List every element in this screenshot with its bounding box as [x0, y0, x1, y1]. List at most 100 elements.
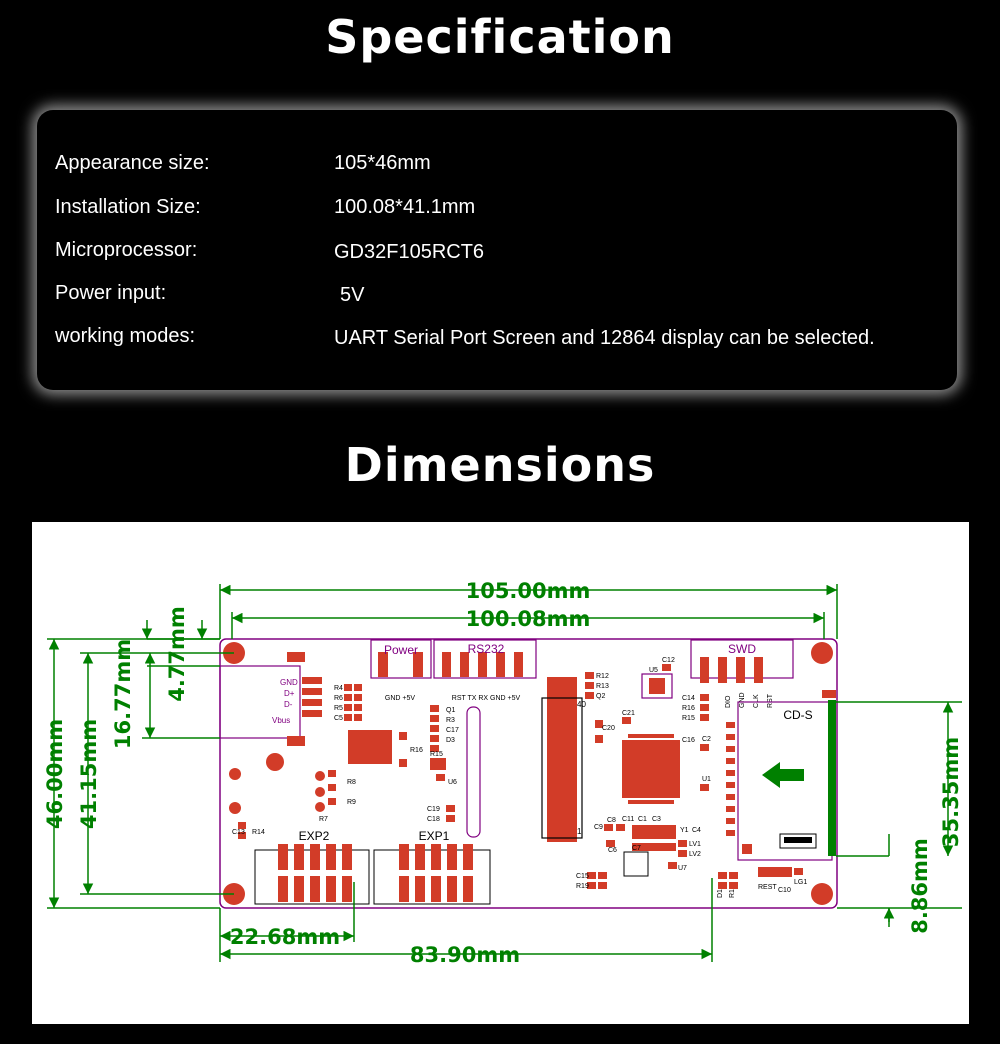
exp2-label: EXP2 [299, 829, 330, 843]
usb-pin-label: GND [280, 678, 298, 687]
rs232-connector: RS232 RST TX RX GND +5V [433, 639, 537, 702]
ref-label: C19 [427, 806, 440, 813]
spec-value: 105*46mm [334, 152, 431, 174]
ref-label: C9 [594, 824, 603, 831]
ref-label: D3 [446, 737, 455, 744]
ref-label: U1 [702, 776, 711, 783]
spec-label: Microprocessor: [55, 239, 198, 261]
specification-panel: Appearance size: 105*46mm Installation S… [37, 110, 957, 390]
ref-label: 40 [577, 700, 586, 709]
ref-label: R1 [729, 889, 736, 898]
dim-overall-width: 105.00mm [466, 579, 591, 603]
swd-pin-label: GND [739, 692, 746, 708]
exp1-connector: EXP1 [373, 829, 491, 905]
ref-label: C21 [622, 710, 635, 717]
ref-label: LV2 [689, 851, 701, 858]
ref-label: C16 [682, 737, 695, 744]
ref-label: C20 [602, 725, 615, 732]
ref-label: C5 [334, 715, 343, 722]
ref-label: R5 [334, 705, 343, 712]
swd-pin-label: CLK [753, 694, 760, 708]
ref-label: R14 [252, 829, 265, 836]
ref-label: R4 [334, 685, 343, 692]
ref-label: C14 [682, 695, 695, 702]
specification-title: Specification [325, 10, 675, 64]
spec-label: Power input: [55, 282, 167, 304]
ref-label: C15 [576, 873, 589, 880]
usb-pin-label: D- [284, 700, 293, 709]
ref-label: R16 [682, 705, 695, 712]
spec-value: 100.08*41.1mm [334, 196, 476, 218]
power-label: Power [384, 643, 418, 657]
swd-label: SWD [728, 642, 756, 656]
rs232-pins-label: RST TX RX GND +5V [452, 695, 521, 702]
dimension-lines [47, 584, 962, 962]
ref-label: Y1 [680, 827, 689, 834]
ref-label: C17 [446, 727, 459, 734]
ref-label: C6 [608, 847, 617, 854]
swd-pin-label: DIO [725, 695, 732, 708]
spec-label: working modes: [55, 325, 196, 347]
ref-label: C1 [638, 816, 647, 823]
spec-value: UART Serial Port Screen and 12864 displa… [334, 327, 875, 349]
pcb-drawing: GND D+ D- Vbus R4 R6 R5 C5 R7 R8 R9 C13 … [43, 579, 963, 967]
fpc-connector: 40 1 [541, 677, 586, 842]
dimensions-title: Dimensions [344, 438, 656, 492]
swd-pin-label: RST [767, 693, 774, 708]
dim-sd-height: 35.35mm [939, 737, 963, 847]
usb-pin-label: Vbus [272, 716, 290, 725]
dimensions-diagram: GND D+ D- Vbus R4 R6 R5 C5 R7 R8 R9 C13 … [32, 522, 969, 1024]
power-connector: Power GND +5V [370, 639, 432, 702]
regulator: R16 Q1 R3 C17 D3 R15 U6 C19 C18 [348, 705, 481, 838]
ref-label: U6 [448, 779, 457, 786]
ref-label: LV1 [689, 841, 701, 848]
ref-label: R9 [347, 799, 356, 806]
ref-label: C7 [632, 845, 641, 852]
spec-value: GD32F105RCT6 [334, 241, 485, 263]
passive-components: R4 R6 R5 C5 R7 R8 R9 C13 R14 [232, 684, 362, 839]
ref-label: LG1 [794, 879, 807, 886]
reset-button: REST C10 LG1 D1 R1 [717, 867, 807, 898]
swd-connector: SWD DIO GND CLK RST C14 R16 R15 [682, 639, 836, 722]
ref-label: U5 [649, 667, 658, 674]
mounting-hole [811, 642, 833, 664]
dim-install-width: 100.08mm [466, 607, 591, 631]
dim-top-offset: 4.77mm [165, 606, 189, 702]
dim-install-height: 41.15mm [77, 719, 101, 829]
usb-connector: GND D+ D- Vbus [219, 652, 322, 814]
ref-label: C11 [622, 816, 634, 823]
ref-label: D1 [717, 889, 724, 898]
exp1-label: EXP1 [419, 829, 450, 843]
insert-arrow-icon [762, 762, 804, 788]
exp2-connector: EXP2 [254, 829, 370, 905]
ref-label: C10 [778, 887, 791, 894]
ref-label: R13 [596, 683, 609, 690]
ref-label: R16 [410, 747, 423, 754]
ref-label: C4 [692, 827, 701, 834]
rs232-label: RS232 [468, 642, 505, 656]
ref-label: R12 [596, 673, 609, 680]
sd-label: CD-S [783, 708, 812, 722]
power-pins-label: GND +5V [385, 695, 415, 702]
ref-label: R6 [334, 695, 343, 702]
spec-label: Installation Size: [55, 196, 201, 218]
ref-label: C2 [702, 736, 711, 743]
microcontroller: C16 U5 C12 R12 R13 Q2 C20 C21 C2 U1 [585, 657, 711, 804]
ref-label: R7 [319, 816, 328, 823]
ref-label: REST [758, 884, 777, 891]
ref-label: C12 [662, 657, 675, 664]
ref-label: U7 [678, 865, 687, 872]
mounting-hole [811, 883, 833, 905]
ref-label: Q1 [446, 707, 455, 714]
ref-label: C3 [652, 816, 661, 823]
ref-label: Q2 [596, 693, 605, 700]
spec-value: 5V [340, 284, 365, 306]
ref-label: 1 [577, 827, 582, 836]
ref-label: C18 [427, 816, 440, 823]
dim-exp-offset: 22.68mm [230, 925, 340, 949]
sd-card-slot: CD-S [726, 700, 836, 861]
dim-overall-height: 46.00mm [43, 719, 67, 829]
dim-sd-bottom: 8.86mm [908, 838, 932, 934]
crystal-cluster: C9 C8 C11 C1 C3 Y1 C4 LV1 LV2 C7 C6 U7 C… [576, 816, 701, 890]
dim-usb-offset: 16.77mm [111, 639, 135, 749]
